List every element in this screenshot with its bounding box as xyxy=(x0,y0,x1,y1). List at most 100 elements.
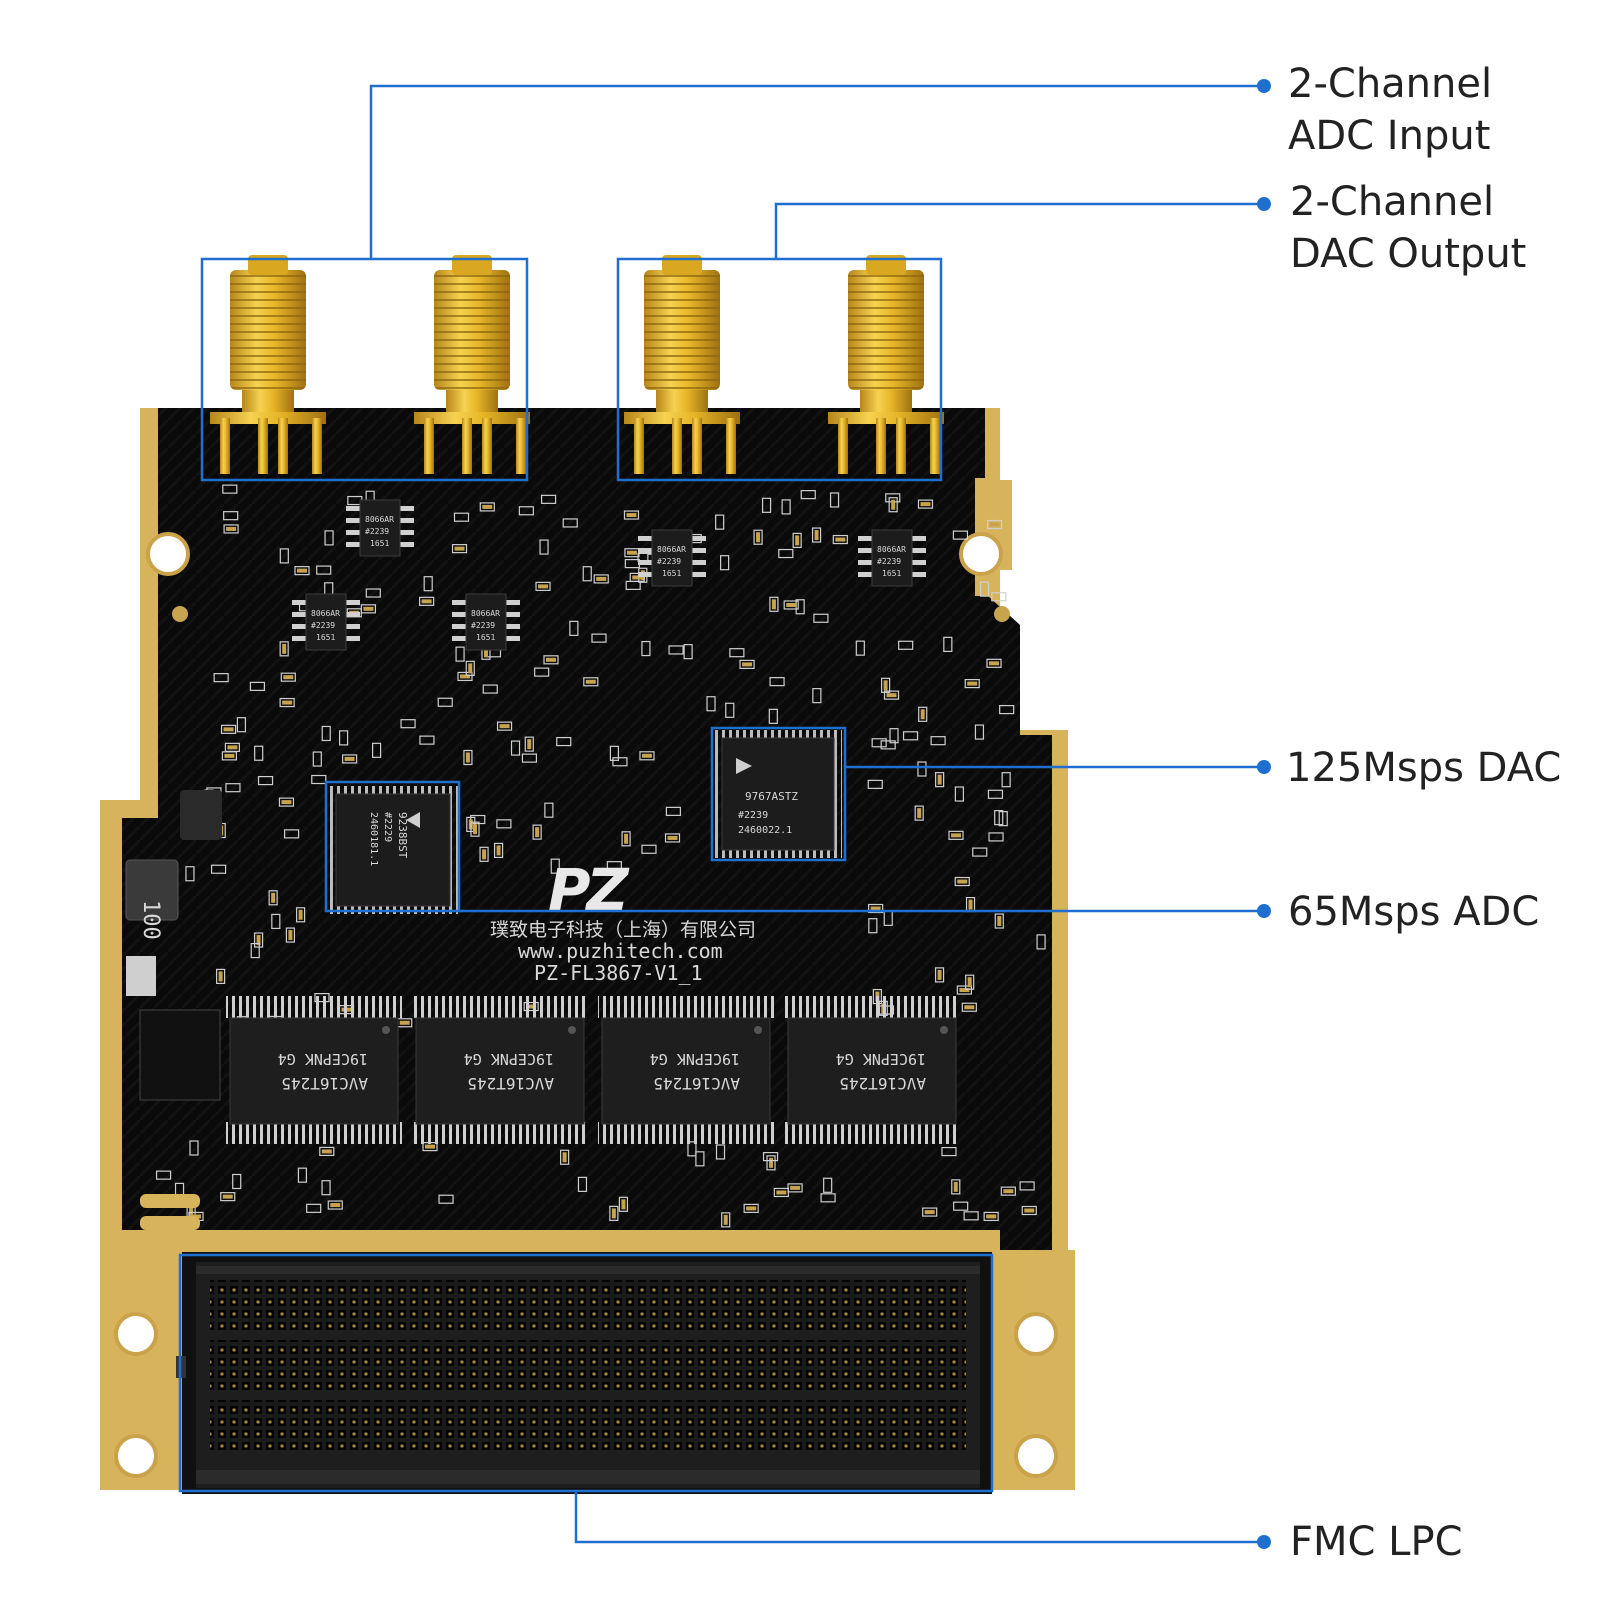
buffer-chip-line2: 19CEPNK G4 xyxy=(650,1050,740,1068)
svg-text:8066AR: 8066AR xyxy=(471,609,500,618)
smd-part xyxy=(889,728,899,744)
mount-hole xyxy=(959,532,1003,576)
callout-fmc-lpc: FMC LPC xyxy=(1290,1519,1463,1565)
smd-part xyxy=(535,581,551,591)
inductor-marking: 100 xyxy=(138,900,163,940)
smd-part xyxy=(327,1200,343,1210)
smd-part xyxy=(618,1196,629,1212)
svg-text:8066AR: 8066AR xyxy=(311,609,340,618)
buffer-chip-line1: AVC16T245 xyxy=(653,1074,740,1093)
smd-part xyxy=(257,775,274,786)
svg-text:1651: 1651 xyxy=(316,633,335,642)
smd-part xyxy=(155,1170,172,1180)
smd-part xyxy=(986,658,1002,668)
callout-dac-output: 2-Channel DAC Output xyxy=(1290,179,1527,277)
smd-part xyxy=(952,530,969,540)
smd-part xyxy=(621,831,631,847)
smd-part xyxy=(222,484,238,494)
smd-part xyxy=(609,1205,619,1221)
smd-part xyxy=(953,1201,969,1211)
smd-part xyxy=(609,745,620,761)
mount-hole xyxy=(114,1312,158,1356)
sma-dac-1 xyxy=(624,255,740,474)
smd-part xyxy=(419,735,435,745)
smd-part xyxy=(457,671,473,682)
smd-part xyxy=(743,1203,759,1213)
smd-part xyxy=(306,1203,322,1213)
smd-part xyxy=(437,697,453,707)
smd-part xyxy=(253,932,264,948)
smd-part xyxy=(766,1155,776,1171)
smd-part xyxy=(999,704,1015,715)
sma-connectors xyxy=(210,255,944,474)
smd-part xyxy=(319,1146,335,1157)
smd-part xyxy=(888,497,898,513)
smd-part xyxy=(518,506,534,516)
callout-65msps-adc: 65Msps ADC xyxy=(1288,889,1540,935)
smd-part xyxy=(918,706,928,722)
smd-part xyxy=(641,640,651,657)
svg-text:#2239: #2239 xyxy=(877,557,901,566)
smd-part xyxy=(813,613,829,623)
smd-part xyxy=(951,1179,961,1195)
callout-adc-input: 2-Channel ADC Input xyxy=(1288,61,1493,159)
smd-part xyxy=(706,696,716,712)
smd-part xyxy=(249,681,266,691)
power-components: 100 xyxy=(125,790,222,1230)
smd-part xyxy=(556,736,572,747)
smd-part xyxy=(296,907,306,923)
smd-part xyxy=(583,677,599,687)
smd-part xyxy=(550,858,560,874)
mount-hole xyxy=(146,532,190,576)
smd-part xyxy=(715,1144,726,1160)
smd-part xyxy=(479,846,489,862)
smd-part xyxy=(998,811,1008,827)
smd-part xyxy=(930,736,946,746)
smd-part xyxy=(324,530,334,546)
smd-part xyxy=(342,754,358,764)
smd-part xyxy=(753,529,763,545)
smd-part xyxy=(321,1180,331,1196)
smd-part xyxy=(577,1176,588,1192)
smd-part xyxy=(963,1211,979,1221)
smd-part xyxy=(510,740,521,756)
smd-part xyxy=(829,492,840,508)
smd-part xyxy=(974,724,985,740)
smd-part xyxy=(867,779,883,789)
smd-part xyxy=(954,876,970,887)
smd-part xyxy=(223,511,239,521)
smd-part xyxy=(569,620,579,636)
smd-part xyxy=(280,672,296,682)
dac-output-box xyxy=(616,257,943,482)
smd-part xyxy=(934,967,945,983)
smd-part xyxy=(965,974,975,990)
callout-125msps-dac: 125Msps DAC xyxy=(1286,745,1562,791)
smd-part xyxy=(668,645,684,655)
dac-chip-box xyxy=(710,726,847,862)
smd-part xyxy=(316,565,332,575)
svg-text:1651: 1651 xyxy=(882,569,901,578)
smd-part xyxy=(683,644,693,660)
smd-part xyxy=(902,731,919,741)
smd-part xyxy=(715,514,725,530)
svg-text:8066AR: 8066AR xyxy=(365,515,394,524)
smd-part xyxy=(1036,934,1046,950)
buffer-chip: AVC16T245 19CEPNK G4 xyxy=(598,996,774,1144)
smd-part xyxy=(695,1151,705,1167)
amplifier-chips: 8066AR#223916518066AR#223916518066AR#223… xyxy=(292,499,926,651)
svg-text:1651: 1651 xyxy=(476,633,495,642)
smd-part xyxy=(832,534,848,545)
svg-text:1651: 1651 xyxy=(662,569,681,578)
board-model: PZ-FL3867-V1_1 xyxy=(534,961,703,985)
smd-part xyxy=(623,510,640,520)
smd-part xyxy=(451,544,468,554)
board-logo: PZ xyxy=(548,856,630,924)
smd-part xyxy=(664,833,681,843)
